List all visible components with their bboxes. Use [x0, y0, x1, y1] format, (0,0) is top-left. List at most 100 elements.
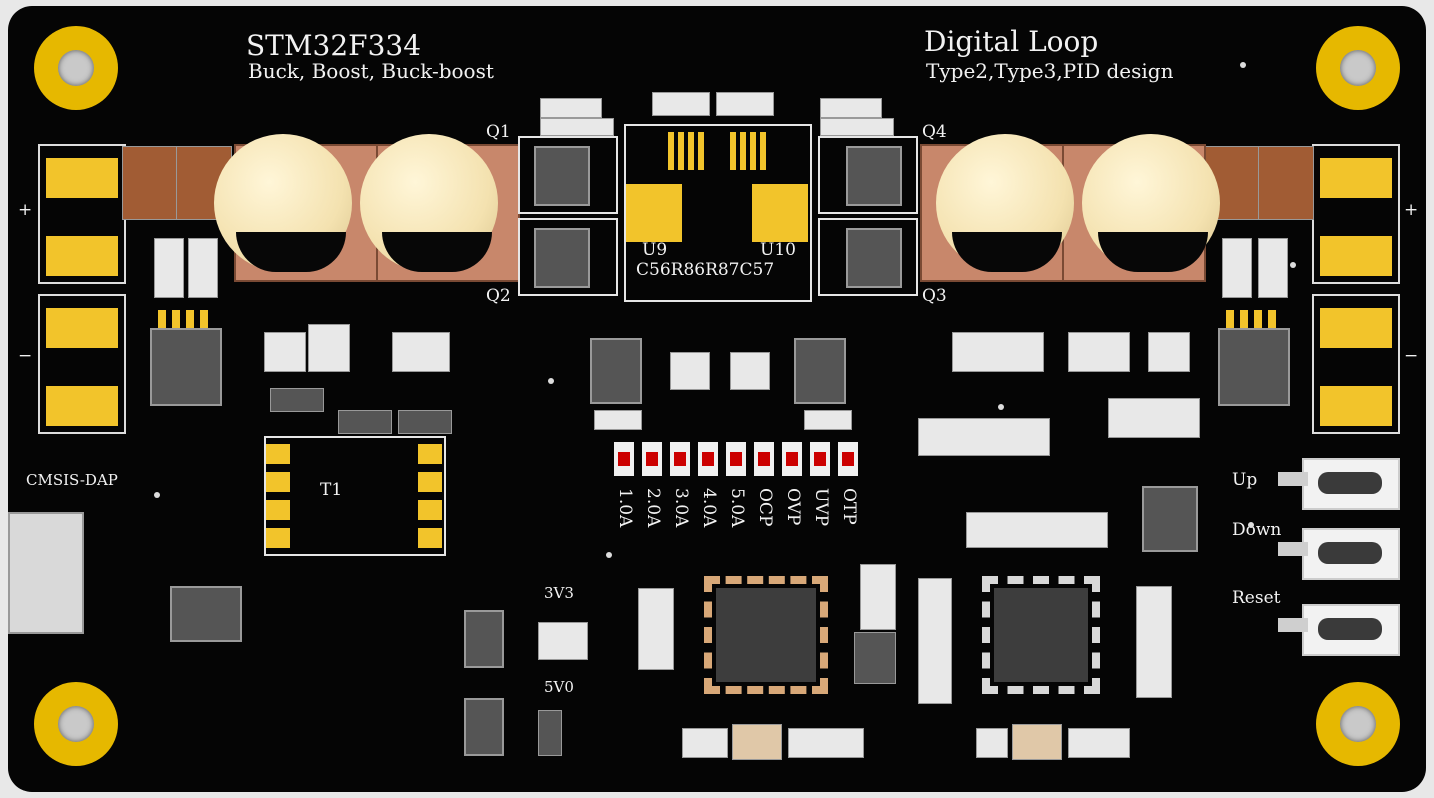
led-3-0a — [670, 442, 690, 476]
resistor-top-3 — [540, 98, 602, 118]
led-label-2-0a: 2.0A — [643, 488, 663, 528]
led-label-otp: OTP — [839, 488, 859, 525]
button-up-label: Up — [1232, 470, 1258, 490]
button-down-leg — [1278, 542, 1308, 556]
mcu-mid-passives — [860, 564, 896, 630]
ldo-5v0 — [464, 698, 504, 756]
button-reset-label: Reset — [1232, 588, 1281, 608]
button-down-label: Down — [1232, 520, 1282, 540]
led-uvp — [810, 442, 830, 476]
transformer-t1 — [264, 436, 446, 556]
rail-5v0-label: 5V0 — [544, 678, 574, 696]
q2-label: Q2 — [486, 286, 511, 306]
bulk-capacitor-left-1 — [122, 146, 178, 220]
resistor-top-6 — [820, 118, 894, 136]
regulator-left-pins — [158, 310, 208, 328]
ldo-3v3 — [464, 610, 504, 668]
button-up-leg — [1278, 472, 1308, 486]
mcu-mid-passives-2 — [918, 578, 952, 704]
passive-center-1 — [670, 352, 710, 390]
loop-types-subtitle: Type2,Type3,PID design — [926, 59, 1174, 83]
led-label-4-0a: 4.0A — [699, 488, 719, 528]
right-minus-label: − — [1404, 346, 1419, 366]
mounting-hole-top-left — [34, 26, 118, 110]
mcu-mid-leds — [854, 632, 896, 684]
passive-cluster-mid-right — [918, 418, 1050, 456]
left-terminal-negative — [38, 294, 126, 434]
regulator-left — [150, 328, 222, 406]
diode-left-3 — [398, 410, 452, 434]
via — [998, 404, 1004, 410]
led-label-1-0a: 1.0A — [615, 488, 635, 528]
mounting-hole-bottom-left — [34, 682, 118, 766]
led-label-ocp: OCP — [755, 488, 775, 527]
q4-label: Q4 — [922, 122, 947, 142]
led-label-ovp: OVP — [783, 488, 803, 526]
regulator-right — [1218, 328, 1290, 406]
led-otp — [838, 442, 858, 476]
resistor-top-2 — [716, 92, 774, 116]
component-row-label: C56R86R87C57 — [636, 260, 775, 280]
right-terminal-negative — [1312, 294, 1400, 434]
led-5-0a — [726, 442, 746, 476]
led-label-3-0a: 3.0A — [671, 488, 691, 528]
crystal-right-caps-2 — [1068, 728, 1130, 758]
via — [154, 492, 160, 498]
u9-label: U9 — [642, 240, 668, 260]
led-label-5-0a: 5.0A — [727, 488, 747, 528]
t1-label: T1 — [320, 480, 343, 500]
capacitor-c2 — [188, 238, 218, 298]
passive-row-right-2 — [1068, 332, 1130, 372]
led-ocp — [754, 442, 774, 476]
passive-center-4 — [804, 410, 852, 430]
via — [1290, 262, 1296, 268]
pcb-board: STM32F334 Buck, Boost, Buck-boost Digita… — [8, 6, 1426, 792]
q1-label: Q1 — [486, 122, 511, 142]
ldo-3v3-caps — [538, 622, 588, 660]
right-ic — [1142, 486, 1198, 552]
mcu-qfp-right — [982, 576, 1100, 694]
bulk-capacitor-right-2 — [1258, 146, 1314, 220]
capacitor-polarity-l2 — [382, 232, 492, 272]
crystal-right — [1012, 724, 1062, 760]
mosfet-q1 — [518, 136, 618, 214]
digital-loop-title: Digital Loop — [924, 25, 1099, 58]
left-plus-label: + — [18, 200, 33, 220]
capacitor-polarity-r1 — [952, 232, 1062, 272]
button-reset[interactable] — [1302, 604, 1400, 656]
passive-row-left-1 — [264, 332, 306, 372]
left-terminal-positive — [38, 144, 126, 284]
mosfet-q3 — [818, 218, 918, 296]
led-label-uvp: UVP — [811, 488, 831, 527]
passive-cluster-right — [1108, 398, 1200, 438]
mosfet-q4 — [818, 136, 918, 214]
q3-label: Q3 — [922, 286, 947, 306]
crystal-left — [732, 724, 782, 760]
gate-driver-right — [794, 338, 846, 404]
mounting-hole-top-right — [1316, 26, 1400, 110]
button-down[interactable] — [1302, 528, 1400, 580]
rail-3v3-label: 3V3 — [544, 584, 574, 602]
topologies-subtitle: Buck, Boost, Buck-boost — [248, 59, 494, 83]
resistor-top-5 — [820, 98, 882, 118]
via — [1248, 522, 1254, 528]
debug-mcu — [170, 586, 242, 642]
capacitor-polarity-r2 — [1098, 232, 1208, 272]
passive-center-3 — [594, 410, 642, 430]
ldo-5v0-cap — [538, 710, 562, 756]
led-ovp — [782, 442, 802, 476]
diode-left-1 — [270, 388, 324, 412]
button-up[interactable] — [1302, 458, 1400, 510]
usb-connector[interactable] — [8, 512, 84, 634]
mcu-qfp-left — [704, 576, 828, 694]
crystal-left-caps-2 — [788, 728, 864, 758]
mcu-right-passives — [1136, 586, 1172, 698]
left-minus-label: − — [18, 346, 33, 366]
capacitor-c1 — [154, 238, 184, 298]
resistor-top-1 — [652, 92, 710, 116]
capacitor-c4 — [1258, 238, 1288, 298]
crystal-left-caps — [682, 728, 728, 758]
capacitor-c3 — [1222, 238, 1252, 298]
capacitor-polarity-l1 — [236, 232, 346, 272]
mcu-title: STM32F334 — [246, 29, 422, 62]
